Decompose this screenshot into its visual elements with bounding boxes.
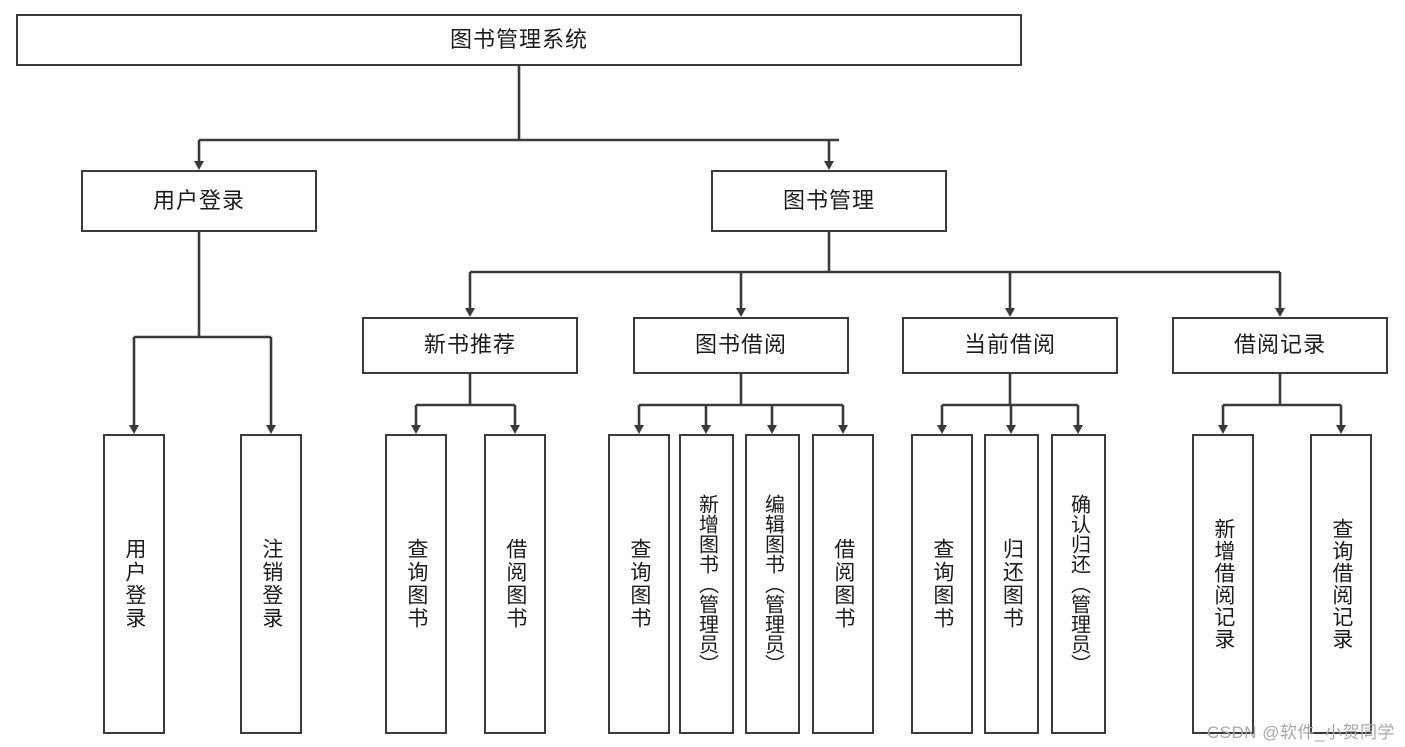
- leaf-borrow-book-borrow-label: 借阅图书: [831, 538, 855, 630]
- node-book-manage[interactable]: 图书管理: [711, 170, 947, 232]
- node-user-login[interactable]: 用户登录: [81, 170, 317, 232]
- node-new-book-recommend[interactable]: 新书推荐: [362, 317, 578, 374]
- node-root-label: 图书管理系统: [449, 26, 588, 52]
- leaf-query-book-borrow-label: 查询图书: [627, 538, 651, 630]
- node-current-borrow-label: 当前借阅: [963, 332, 1056, 358]
- leaf-edit-book-admin[interactable]: 编辑图书（管理员）: [745, 434, 800, 734]
- node-root[interactable]: 图书管理系统: [16, 14, 1022, 66]
- leaf-query-book-borrow[interactable]: 查询图书: [608, 434, 670, 734]
- leaf-logout-label: 注销登录: [259, 538, 283, 630]
- leaf-edit-book-admin-label: 编辑图书（管理员）: [761, 494, 784, 674]
- node-new-book-recommend-label: 新书推荐: [423, 332, 516, 358]
- node-user-login-label: 用户登录: [152, 187, 245, 213]
- leaf-borrow-book-borrow[interactable]: 借阅图书: [812, 434, 874, 734]
- leaf-borrow-book-recommend-label: 借阅图书: [503, 538, 527, 630]
- leaf-add-book-admin-label: 新增图书（管理员）: [695, 494, 718, 674]
- leaf-add-book-admin[interactable]: 新增图书（管理员）: [679, 434, 734, 734]
- node-current-borrow[interactable]: 当前借阅: [902, 317, 1118, 374]
- leaf-return-book[interactable]: 归还图书: [984, 434, 1039, 734]
- leaf-query-borrow-record-label: 查询借阅记录: [1329, 518, 1353, 650]
- leaf-confirm-return-admin[interactable]: 确认归还（管理员）: [1051, 434, 1106, 734]
- leaf-query-borrow-record[interactable]: 查询借阅记录: [1310, 434, 1372, 734]
- leaf-add-borrow-record[interactable]: 新增借阅记录: [1192, 434, 1254, 734]
- node-book-manage-label: 图书管理: [782, 187, 875, 213]
- leaf-add-borrow-record-label: 新增借阅记录: [1211, 518, 1235, 650]
- leaf-return-book-label: 归还图书: [1000, 538, 1024, 630]
- leaf-user-login[interactable]: 用户登录: [103, 434, 165, 734]
- leaf-query-book-recommend-label: 查询图书: [404, 538, 428, 630]
- leaf-query-book-current-label: 查询图书: [930, 538, 954, 630]
- leaf-logout[interactable]: 注销登录: [240, 434, 302, 734]
- leaf-confirm-return-admin-label: 确认归还（管理员）: [1067, 494, 1090, 674]
- node-borrow-record[interactable]: 借阅记录: [1172, 317, 1388, 374]
- leaf-user-login-label: 用户登录: [122, 538, 146, 630]
- leaf-query-book-current[interactable]: 查询图书: [911, 434, 973, 734]
- node-book-borrow[interactable]: 图书借阅: [633, 317, 849, 374]
- leaf-query-book-recommend[interactable]: 查询图书: [385, 434, 447, 734]
- node-borrow-record-label: 借阅记录: [1233, 332, 1326, 358]
- node-book-borrow-label: 图书借阅: [694, 332, 787, 358]
- csdn-watermark: CSDN @软件_小贺同学: [1206, 723, 1395, 742]
- leaf-borrow-book-recommend[interactable]: 借阅图书: [484, 434, 546, 734]
